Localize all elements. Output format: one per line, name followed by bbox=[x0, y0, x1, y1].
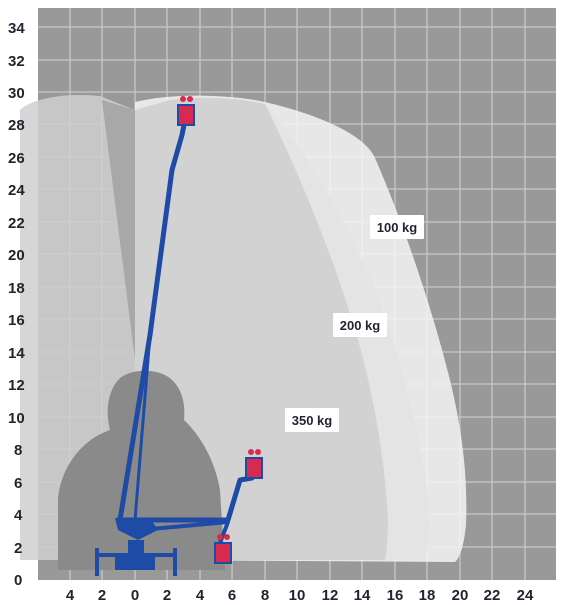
y-tick: 8 bbox=[14, 442, 22, 459]
basket-top bbox=[177, 96, 195, 126]
x-tick: 8 bbox=[261, 587, 269, 604]
basket-low bbox=[214, 534, 232, 564]
x-tick: 16 bbox=[387, 587, 404, 604]
y-tick: 34 bbox=[8, 20, 25, 37]
zone-left-wedge bbox=[102, 100, 135, 360]
x-tick: 2 bbox=[98, 587, 106, 604]
x-tick: 2 bbox=[163, 587, 171, 604]
x-tick: 4 bbox=[66, 587, 75, 604]
label-200kg: 200 kg bbox=[333, 313, 387, 337]
y-tick: 14 bbox=[8, 345, 25, 362]
outrigger-right bbox=[173, 548, 177, 576]
x-tick: 12 bbox=[322, 587, 339, 604]
outrigger-beam bbox=[95, 553, 177, 557]
x-tick: 6 bbox=[228, 587, 236, 604]
turret bbox=[115, 518, 158, 540]
label-100kg: 100 kg bbox=[370, 215, 424, 239]
x-tick: 0 bbox=[131, 587, 139, 604]
y-tick: 24 bbox=[8, 182, 25, 199]
chassis-top bbox=[128, 540, 144, 556]
y-tick: 6 bbox=[14, 475, 22, 492]
y-tick: 18 bbox=[8, 280, 25, 297]
boom-fully-extended-upper bbox=[133, 138, 182, 522]
y-tick: 32 bbox=[8, 53, 25, 70]
chassis-base bbox=[115, 555, 155, 570]
x-tick: 24 bbox=[517, 587, 534, 604]
chassis bbox=[95, 518, 177, 576]
y-tick: 2 bbox=[14, 540, 22, 557]
y-tick: 22 bbox=[8, 215, 25, 232]
x-axis-ticks: 4 2 0 2 4 6 8 10 12 14 16 18 20 22 24 bbox=[66, 587, 534, 604]
label-350kg: 350 kg bbox=[285, 408, 339, 432]
y-tick: 10 bbox=[8, 410, 25, 427]
y-tick: 20 bbox=[8, 247, 25, 264]
x-tick: 20 bbox=[452, 587, 469, 604]
y-tick: 28 bbox=[8, 117, 25, 134]
outrigger-left bbox=[95, 548, 99, 576]
basket-right bbox=[245, 449, 263, 479]
load-label: 200 kg bbox=[340, 318, 381, 333]
load-label: 350 kg bbox=[292, 413, 333, 428]
x-tick: 4 bbox=[196, 587, 205, 604]
y-tick: 0 bbox=[14, 572, 22, 589]
x-tick: 18 bbox=[419, 587, 436, 604]
y-tick: 16 bbox=[8, 312, 25, 329]
y-tick: 30 bbox=[8, 85, 25, 102]
y-tick: 4 bbox=[14, 507, 23, 524]
x-tick: 10 bbox=[289, 587, 306, 604]
x-tick: 14 bbox=[354, 587, 371, 604]
y-tick: 12 bbox=[8, 377, 25, 394]
y-tick: 26 bbox=[8, 150, 25, 167]
y-axis-ticks: 34 32 30 28 26 24 22 20 18 16 14 12 10 8… bbox=[8, 20, 25, 589]
load-label: 100 kg bbox=[377, 220, 418, 235]
x-tick: 22 bbox=[484, 587, 501, 604]
